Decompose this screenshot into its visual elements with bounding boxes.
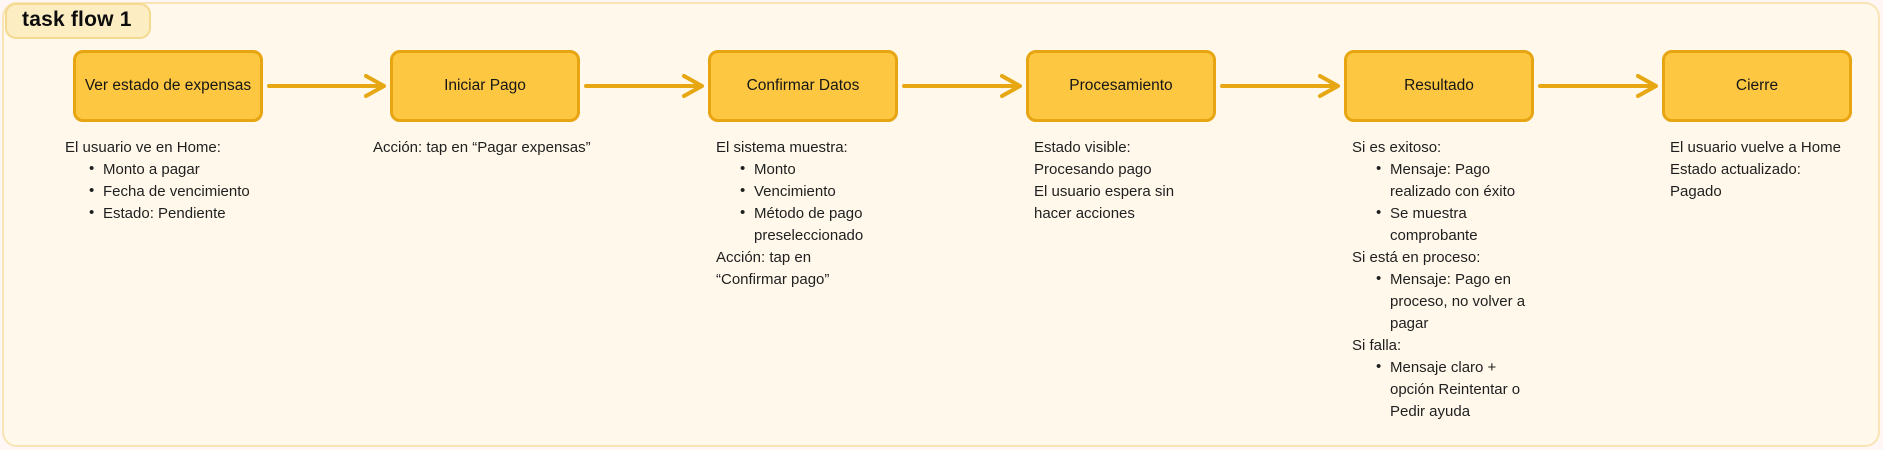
flow-node-notes-confirmar-datos: El sistema muestra: •Monto •Vencimiento •Mé…: [716, 137, 863, 291]
flow-title-badge: task flow 1: [5, 3, 151, 39]
note-bullet-line: realizado con éxito: [1390, 183, 1516, 200]
flow-arrow-procesamiento-to-resultado: [1220, 74, 1340, 98]
note-bullet-line: •Vencimiento: [740, 182, 836, 200]
flow-node-confirmar-datos: Confirmar Datos: [708, 50, 898, 122]
flow-arrow-ver-estado-de-expensas-to-iniciar-pago: [267, 74, 386, 98]
bullet-dot: •: [1376, 270, 1382, 287]
note-bullet-line: •Mensaje claro +: [1376, 358, 1497, 376]
bullet-dot: •: [89, 204, 95, 221]
flow-node-label: Confirmar Datos: [746, 77, 860, 94]
flow-arrow-iniciar-pago-to-confirmar-datos: [584, 74, 704, 98]
note-bullet-line: proceso, no volver a: [1390, 293, 1526, 310]
note-text-line: Procesando pago: [1034, 161, 1152, 178]
flow-node-label: Iniciar Pago: [444, 77, 526, 94]
note-text-line: Estado actualizado:: [1670, 161, 1801, 178]
note-text-line: El sistema muestra:: [716, 139, 848, 156]
bullet-dot: •: [1376, 160, 1382, 177]
flow-arrow-resultado-to-cierre: [1538, 74, 1658, 98]
flow-node-resultado: Resultado: [1344, 50, 1534, 122]
note-bullet-line: •Monto: [740, 160, 796, 178]
flow-title: task flow 1: [22, 8, 132, 31]
bullet-dot: •: [89, 182, 95, 199]
flow-node-ver-estado-de-expensas: Ver estado de expensas: [73, 50, 263, 122]
bullet-dot: •: [89, 160, 95, 177]
note-text-line: Si está en proceso:: [1352, 249, 1481, 266]
note-text-line: Pagado: [1670, 183, 1722, 200]
note-bullet-line: preseleccionado: [754, 227, 864, 244]
note-bullet-line: pagar: [1390, 315, 1429, 332]
note-bullet-line: •Se muestra: [1376, 204, 1467, 222]
note-text-line: El usuario ve en Home:: [65, 139, 221, 156]
note-text-line: Si es exitoso:: [1352, 139, 1442, 156]
flow-node-notes-resultado: Si es exitoso: •Mensaje: Pago realizado co…: [1352, 137, 1525, 423]
note-text-line: hacer acciones: [1034, 205, 1135, 222]
note-bullet-line: •Monto a pagar: [89, 160, 200, 178]
note-text-line: Acción: tap en “Pagar expensas”: [373, 139, 591, 156]
note-text-line: El usuario espera sin: [1034, 183, 1175, 200]
flow-arrow-confirmar-datos-to-procesamiento: [902, 74, 1022, 98]
flow-node-label: Resultado: [1404, 77, 1474, 94]
note-text-line: “Confirmar pago”: [716, 271, 830, 288]
note-text-line: Si falla:: [1352, 337, 1402, 354]
note-bullet-line: •Método de pago: [740, 204, 863, 222]
flow-node-notes-procesamiento: Estado visible: Procesando pago El usuario…: [1034, 137, 1174, 225]
note-bullet-line: •Mensaje: Pago en: [1376, 270, 1511, 288]
note-text-line: El usuario vuelve a Home: [1670, 139, 1841, 156]
note-text-line: Acción: tap en: [716, 249, 812, 266]
flow-node-cierre: Cierre: [1662, 50, 1852, 122]
note-bullet-line: •Fecha de vencimiento: [89, 182, 250, 200]
bullet-dot: •: [1376, 204, 1382, 221]
flow-node-iniciar-pago: Iniciar Pago: [390, 50, 580, 122]
flow-node-label: Ver estado de expensas: [84, 77, 252, 94]
note-bullet-line: opción Reintentar o: [1390, 381, 1521, 398]
note-bullet-line: •Mensaje: Pago: [1376, 160, 1491, 178]
note-bullet-line: Pedir ayuda: [1390, 403, 1471, 420]
bullet-dot: •: [740, 182, 746, 199]
note-text-line: Estado visible:: [1034, 139, 1131, 156]
note-bullet-line: comprobante: [1390, 227, 1478, 244]
flow-node-notes-ver-estado-de-expensas: El usuario ve en Home: •Monto a pagar •Fec…: [65, 137, 250, 225]
bullet-dot: •: [740, 160, 746, 177]
flow-node-label: Procesamiento: [1069, 77, 1173, 94]
bullet-dot: •: [1376, 358, 1382, 375]
bullet-dot: •: [740, 204, 746, 221]
note-bullet-line: •Estado: Pendiente: [89, 204, 226, 222]
flow-node-procesamiento: Procesamiento: [1026, 50, 1216, 122]
flow-node-label: Cierre: [1735, 77, 1779, 94]
flow-node-notes-iniciar-pago: Acción: tap en “Pagar expensas”: [373, 137, 591, 159]
